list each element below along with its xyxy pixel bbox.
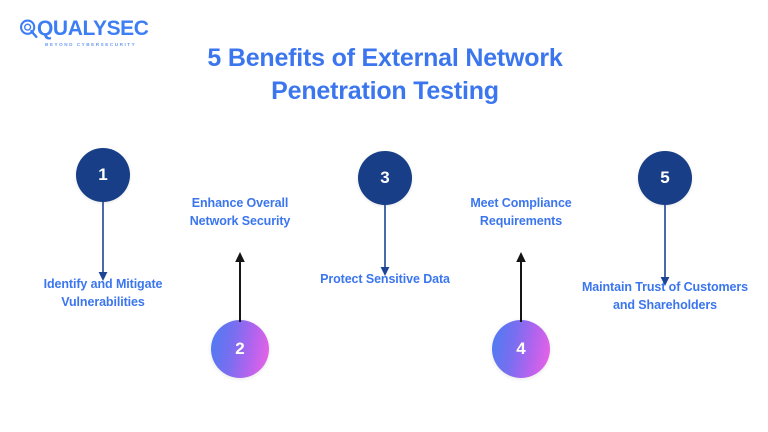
step-5-number: 5	[660, 168, 670, 187]
brand-logo: QUALYSEC BEYOND CYBERSECURITY	[18, 14, 168, 50]
logo-row: QUALYSEC	[18, 16, 149, 40]
step-4-number: 4	[516, 339, 526, 358]
step-4-label: Meet Compliance Requirements	[421, 194, 621, 230]
step-1-label-line-2: Vulnerabilities	[61, 295, 145, 309]
brand-tagline: BEYOND CYBERSECURITY	[45, 41, 137, 47]
step-1-arrow-down-icon	[98, 202, 108, 281]
title-line-2: Penetration Testing	[271, 77, 499, 105]
step-3-label-line-1: Protect Sensitive Data	[320, 272, 450, 286]
step-1-label-line-1: Identify and Mitigate	[43, 277, 163, 291]
step-4-label-line-1: Meet Compliance	[470, 196, 572, 210]
step-3-arrow-down-icon	[380, 205, 390, 276]
step-2-arrow-up-icon	[235, 252, 245, 322]
title-line-1: 5 Benefits of External Network	[207, 44, 563, 72]
step-3-label: Protect Sensitive Data	[275, 270, 495, 288]
step-3-number: 3	[380, 168, 390, 187]
step-5-label-line-1: Maintain Trust of Customers	[581, 280, 749, 294]
step-5-circle[interactable]: 5	[638, 151, 692, 205]
step-1-label: Identify and Mitigate Vulnerabilities	[3, 275, 203, 311]
step-5-arrow-down-icon	[660, 205, 670, 286]
step-2-number: 2	[235, 339, 245, 358]
brand-name: QUALYSEC	[37, 16, 149, 40]
step-1-circle[interactable]: 1	[76, 148, 130, 202]
step-2-label-line-2: Network Security	[189, 214, 291, 228]
step-5-label: Maintain Trust of Customers and Sharehol…	[550, 278, 768, 314]
page-title: 5 Benefits of External Network Penetrati…	[150, 42, 620, 108]
step-4-circle[interactable]: 4	[492, 320, 550, 378]
step-2-label: Enhance Overall Network Security	[140, 194, 340, 230]
step-2-circle[interactable]: 2	[211, 320, 269, 378]
step-1-number: 1	[98, 165, 108, 184]
step-3-circle[interactable]: 3	[358, 151, 412, 205]
step-5-label-line-2: and Shareholders	[613, 298, 717, 312]
step-2-label-line-1: Enhance Overall	[191, 196, 289, 210]
magnifier-q-icon	[19, 19, 38, 38]
step-4-arrow-up-icon	[516, 252, 526, 322]
step-4-label-line-2: Requirements	[479, 214, 563, 228]
